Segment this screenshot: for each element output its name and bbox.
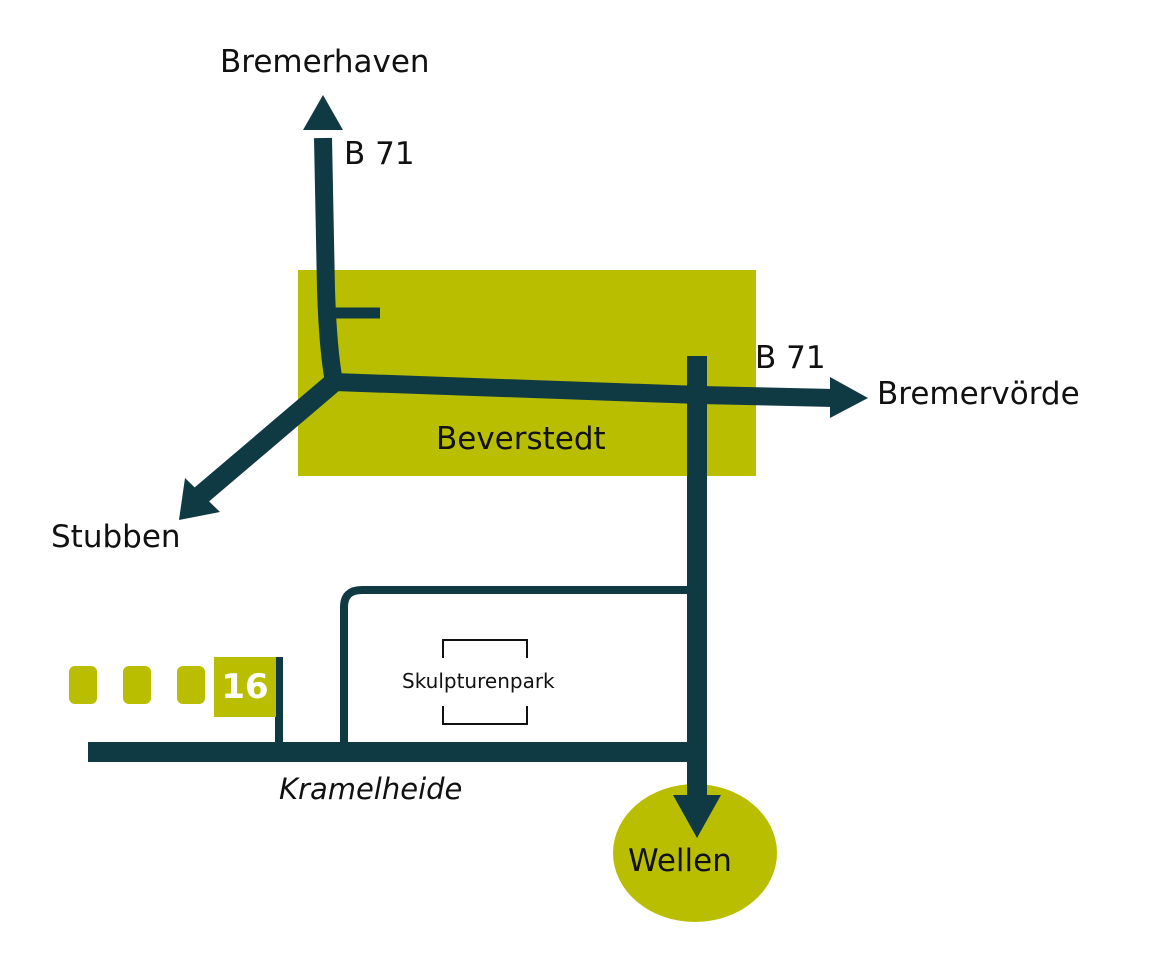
- arrow-south-icon: [673, 795, 721, 838]
- skulpturenpark-frame-bottom: [442, 706, 528, 725]
- label-bremervoerde: Bremervörde: [877, 376, 1080, 412]
- arrow-north-icon: [303, 95, 343, 130]
- label-stubben: Stubben: [51, 519, 181, 555]
- beverstedt-area: [298, 270, 756, 476]
- arrow-southwest-icon: [179, 478, 220, 520]
- arrow-east-icon: [830, 377, 868, 418]
- marker-dot-2: [123, 666, 151, 704]
- skulpturenpark-frame-top: [442, 639, 528, 658]
- road-north-b71: [314, 137, 343, 384]
- label-skulpturenpark: Skulpturenpark: [402, 669, 555, 693]
- local-loop-road: [340, 586, 697, 744]
- label-b71-north: B 71: [344, 136, 415, 172]
- label-bremerhaven: Bremerhaven: [220, 44, 430, 80]
- label-wellen: Wellen: [628, 843, 732, 879]
- wellen-area: [613, 784, 777, 922]
- label-b71-east: B 71: [755, 340, 826, 376]
- road-southwest: [193, 374, 341, 504]
- marker-dot-3: [177, 666, 205, 704]
- label-kramelheide: Kramelheide: [279, 772, 463, 806]
- marker-box: [214, 657, 276, 717]
- route-marker-number: 16: [221, 667, 269, 707]
- label-beverstedt: Beverstedt: [436, 421, 606, 457]
- marker-dot-1: [69, 666, 97, 704]
